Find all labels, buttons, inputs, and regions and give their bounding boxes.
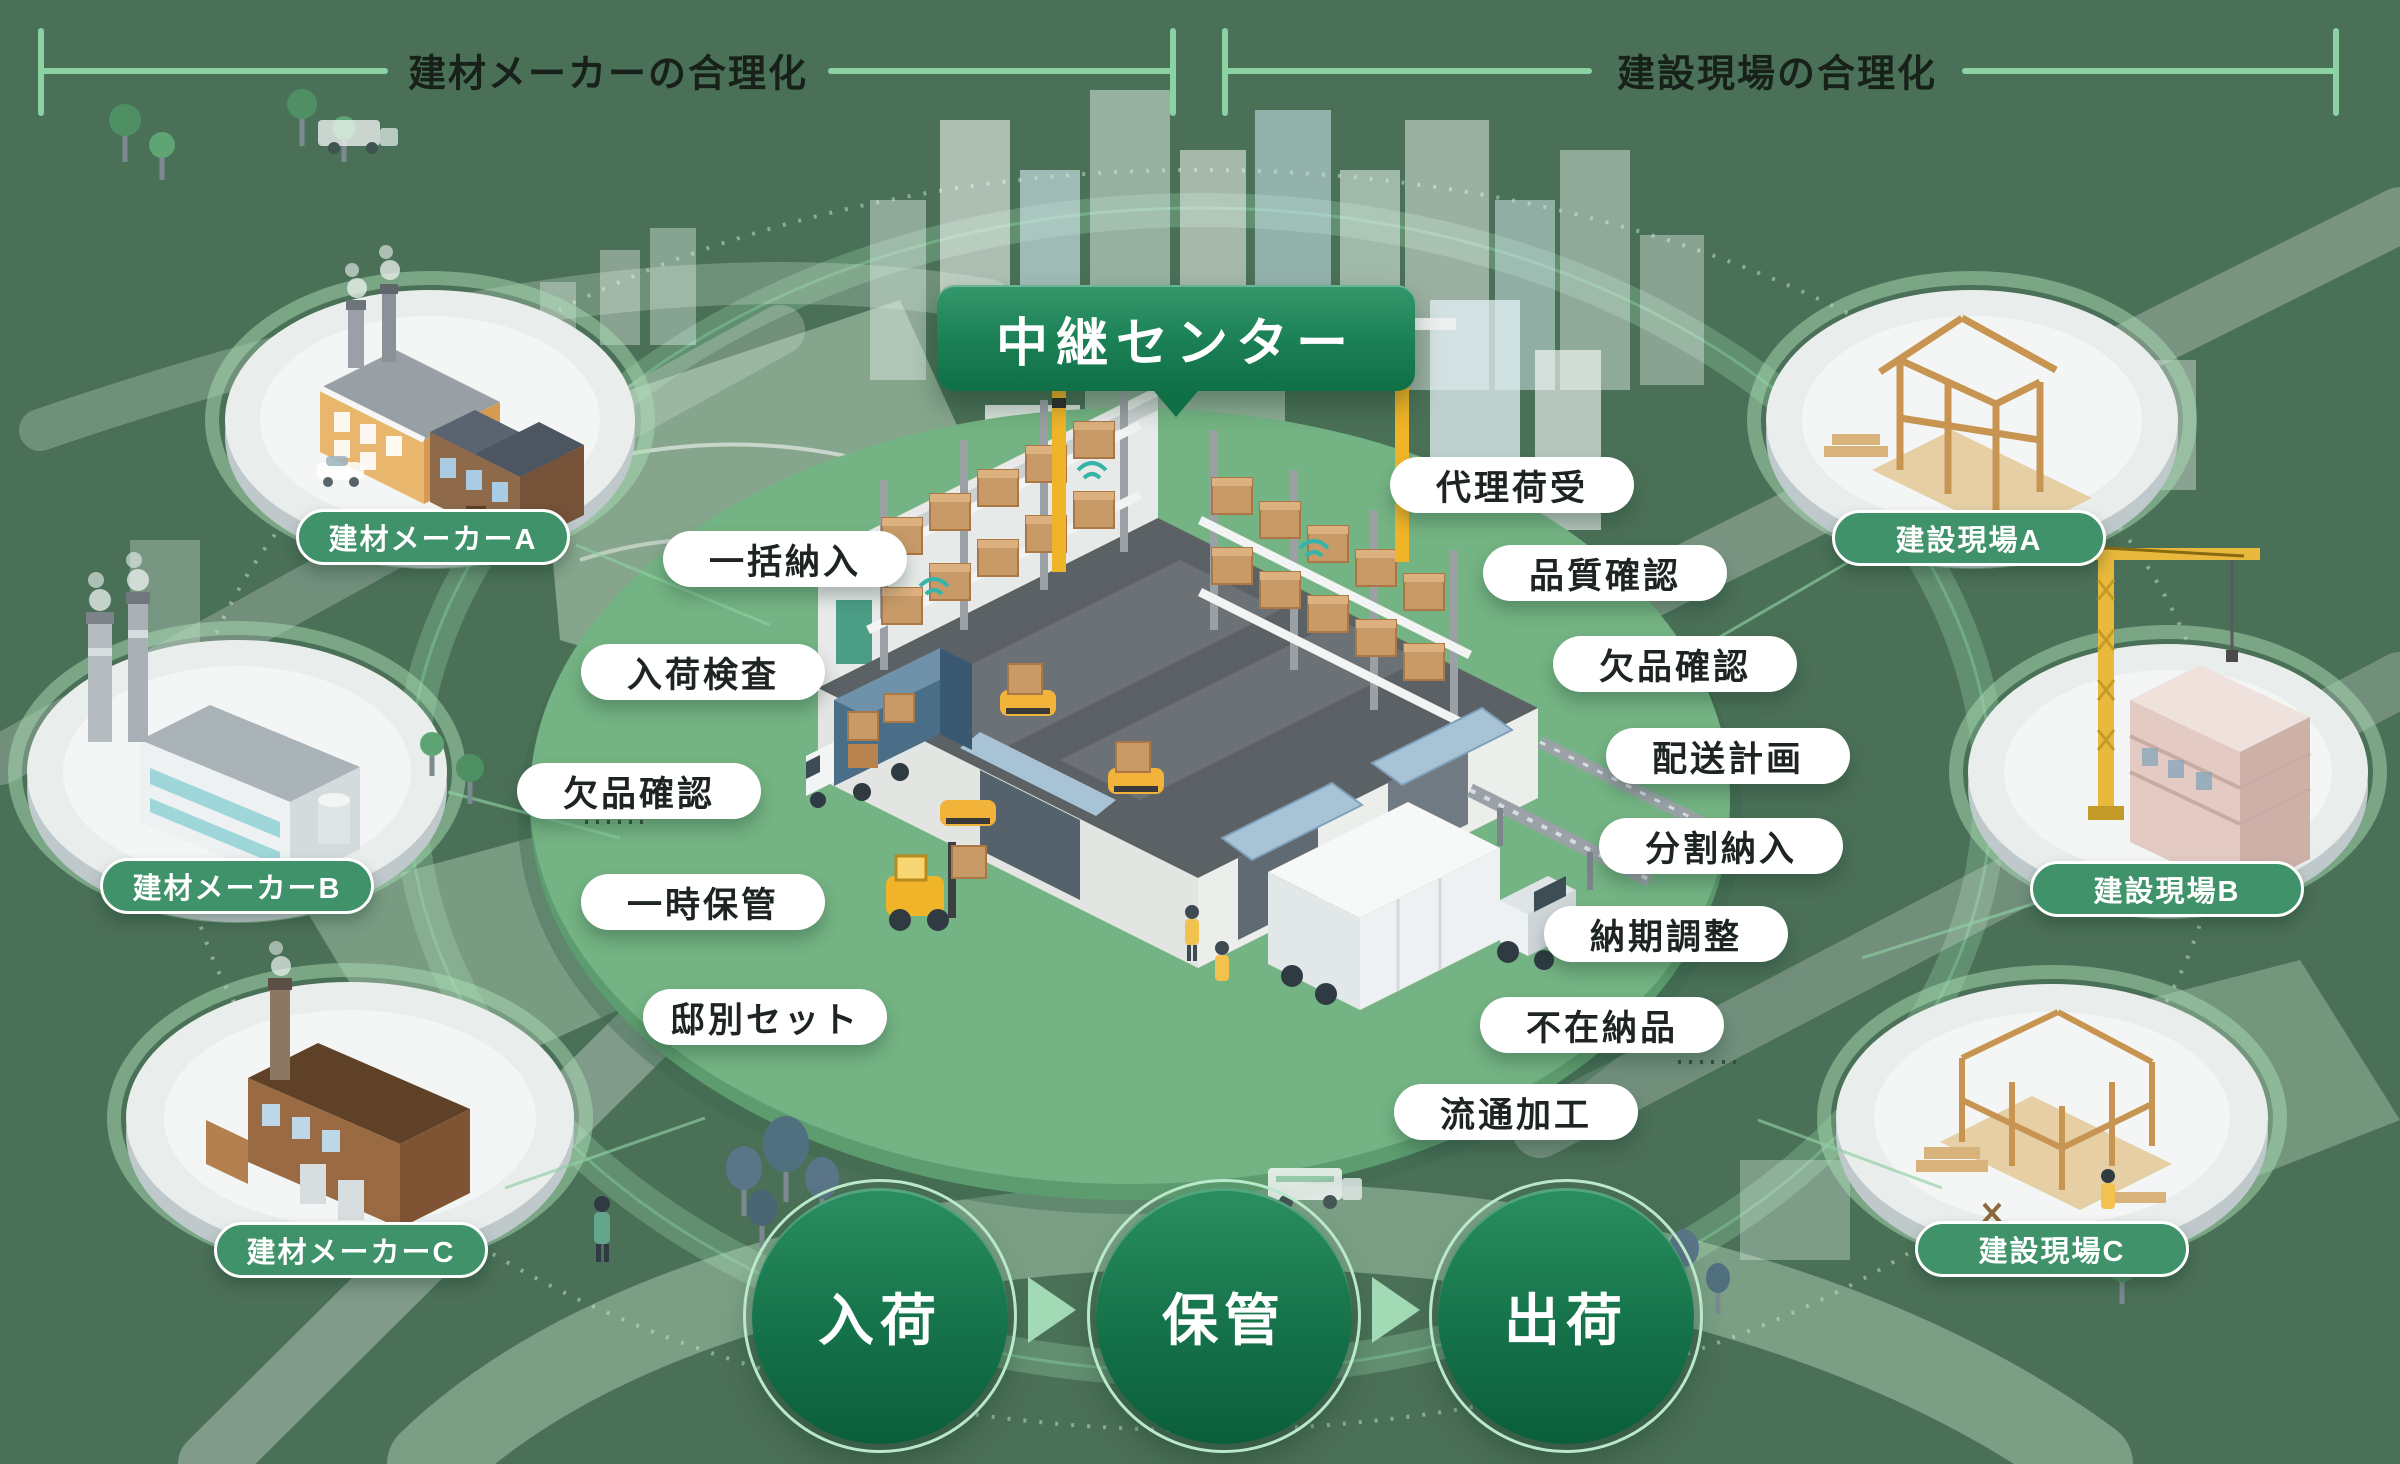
pill-unattended-delivery: 不在納品 [1480,997,1724,1053]
bracket-tick [1170,28,1176,116]
agv-robot [940,663,1164,826]
bracket-line [828,68,1173,74]
pill-split-delivery: 分割納入 [1599,818,1843,874]
tag-site-c: 建設現場C [1915,1221,2189,1277]
left-bracket-label: 建材メーカーの合理化 [407,53,809,96]
tag-supplier-c: 建材メーカーC [214,1222,488,1278]
site-a-platform [1747,271,2197,569]
factory-c-illustration [206,941,470,1228]
step-storage: 保管 [1087,1179,1361,1453]
factory-b-illustration [86,552,360,884]
tag-site-a: 建設現場A [1832,510,2106,566]
site-b-platform [1949,546,2387,919]
pill-bulk-delivery: 一括納入 [663,531,907,587]
supplier-c-platform [107,941,593,1273]
bracket-line [1225,68,1592,74]
small-truck-topleft [318,120,398,154]
site-c-platform [1817,965,2287,1271]
pill-per-house-kitting: 邸別セット [643,989,887,1045]
wifi-icon [918,461,1330,596]
container-truck [806,648,972,808]
pill-delivery-planning: 配送計画 [1606,728,1850,784]
pill-shortage-check-right: 欠品確認 [1553,636,1797,692]
bracket-line [1962,68,2336,74]
forklift [886,842,987,931]
pedestrian [594,1169,2115,1262]
house-frame-c-illustration [1916,1009,2172,1224]
pill-proxy-receiving: 代理荷受 [1390,457,1634,513]
supplier-b-platform [8,552,466,923]
pill-quality-check: 品質確認 [1483,545,1727,601]
warehouse-worker [1185,905,1229,981]
pill-schedule-adjustment: 納期調整 [1544,906,1788,962]
right-bracket-label: 建設現場の合理化 [1616,53,1938,96]
bracket-line [38,68,388,74]
conveyor [1466,736,1719,890]
small-car-left [316,456,364,487]
supplier-a-platform [205,245,655,569]
pill-shortage-check-left: 欠品確認 [517,763,761,819]
pill-receiving-inspection: 入荷検査 [581,644,825,700]
pill-temporary-storage: 一時保管 [581,874,825,930]
tag-supplier-a: 建材メーカーA [296,509,570,565]
bracket-tick [2333,28,2339,116]
step-shipping: 出荷 [1429,1179,1703,1453]
tag-site-b: 建設現場B [2030,861,2304,917]
tag-supplier-b: 建材メーカーB [100,858,374,914]
pill-distribution-processing: 流通加工 [1394,1084,1638,1140]
relay-center-banner: 中継センター [937,285,1415,391]
construction-b-illustration [2014,546,2311,894]
step-receiving: 入荷 [743,1179,1017,1453]
